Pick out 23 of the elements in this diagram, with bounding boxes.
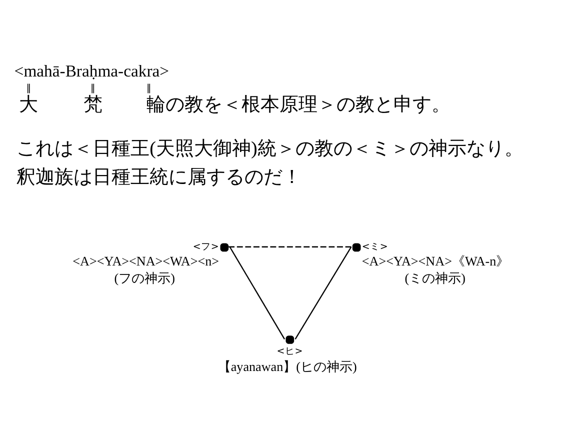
node-label: (ミの神示) xyxy=(404,270,466,286)
label: ‖ xyxy=(26,82,31,94)
node-label: <ヒ> xyxy=(276,346,303,357)
label: 大 xyxy=(19,94,38,116)
label: ‖ xyxy=(146,82,152,94)
label: ‖ xyxy=(90,82,96,94)
label: 釈迦族は日種王統に属するのだ！ xyxy=(16,166,302,188)
node-label: (フの神示) xyxy=(114,270,176,286)
connector xyxy=(229,246,286,340)
node-label: <フ> xyxy=(192,242,219,253)
node-label: <ミ> xyxy=(362,242,388,253)
node-label: <A><YA><NA>《WA-n》 xyxy=(362,254,510,269)
node-circle xyxy=(352,243,361,252)
node-circle xyxy=(220,243,229,252)
node-circle xyxy=(286,336,294,344)
label: これは＜日種王(天照大御神)統＞の教の＜ミ＞の神示なり。 xyxy=(16,138,524,160)
node-label: 【ayanawan】(ヒの神示) xyxy=(218,359,357,374)
connector xyxy=(228,246,352,248)
label: <mahā-Braḥma-cakra> xyxy=(14,61,170,80)
connector xyxy=(294,246,352,340)
label: 梵 xyxy=(83,94,102,116)
node-label: <A><YA><NA><WA><n> xyxy=(72,254,220,269)
label: 輪の教を＜根本原理＞の教と申す。 xyxy=(146,94,450,116)
